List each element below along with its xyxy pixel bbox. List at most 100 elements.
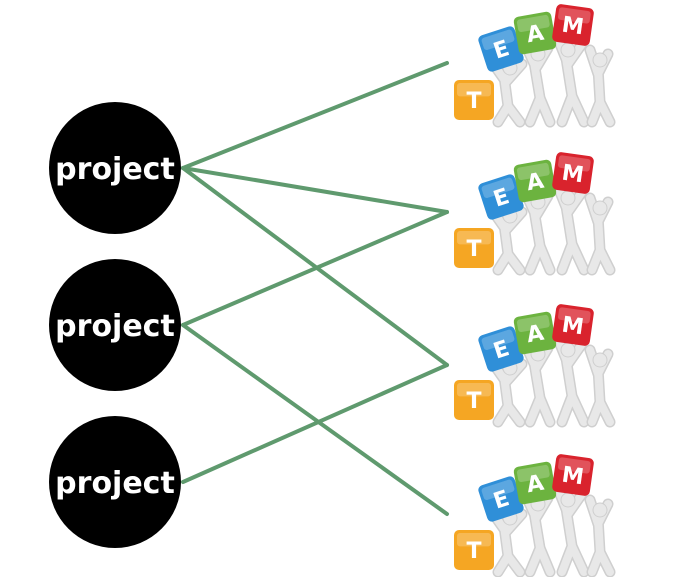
letter-block-highlight (481, 479, 515, 500)
project-node-3: project (49, 416, 181, 548)
project-node-2: project (49, 259, 181, 391)
team-figure (520, 490, 556, 577)
letter-block-face (478, 174, 524, 220)
letter-block-face (552, 4, 594, 46)
letter-block-face (454, 380, 494, 420)
figure-body (522, 342, 554, 426)
letter-block-text: E (490, 184, 512, 212)
team-figure (554, 186, 590, 276)
letter-block-highlight (457, 231, 491, 245)
letter-block-face (478, 476, 524, 522)
team-figure (584, 192, 616, 276)
figure-head (560, 492, 576, 508)
letter-block-face (552, 304, 594, 346)
letter-block: A (513, 461, 557, 505)
letter-block: E (478, 326, 524, 372)
letter-block: M (552, 454, 594, 496)
letter-block: A (513, 311, 557, 355)
figure-body (488, 508, 526, 576)
letter-block-highlight (558, 307, 591, 324)
figure-body (522, 190, 554, 274)
letter-block-highlight (558, 155, 591, 172)
letter-block: A (513, 11, 557, 55)
project-label: project (55, 466, 175, 501)
figure-body (586, 346, 614, 426)
letter-block: T (454, 530, 494, 570)
letter-block-text: A (525, 321, 546, 349)
figure-head (592, 200, 608, 216)
figure-head (560, 342, 576, 358)
project-node-1: project (49, 102, 181, 234)
letter-block-face (454, 80, 494, 120)
figure-body (522, 42, 554, 126)
letter-block: T (454, 80, 494, 120)
letter-block-text: M (560, 463, 585, 491)
figure-body (488, 206, 526, 274)
letter-block-highlight (481, 329, 515, 350)
letter-block: M (552, 304, 594, 346)
figure-head (560, 190, 576, 206)
letter-block-face (513, 461, 557, 505)
letter-block-face (513, 311, 557, 355)
figure-head (592, 352, 608, 368)
figure-head (592, 52, 608, 68)
team-figure (584, 344, 616, 428)
letter-block-text: A (525, 169, 546, 197)
letter-block: T (454, 228, 494, 268)
figure-body (556, 40, 588, 126)
letter-block-highlight (516, 14, 550, 33)
team-figure (584, 44, 616, 128)
connector-line (181, 61, 449, 170)
team-figure (554, 338, 590, 428)
letter-block-face (552, 152, 594, 194)
project-label: project (55, 152, 175, 187)
project-label: project (55, 309, 175, 344)
letter-block-text: T (466, 89, 481, 114)
letter-block-face (513, 11, 557, 55)
figure-head (592, 502, 608, 518)
project-node-circle (49, 416, 181, 548)
letter-block-text: T (466, 237, 481, 262)
letter-block: E (478, 476, 524, 522)
letter-block: M (552, 152, 594, 194)
figure-body (556, 490, 588, 576)
letter-block-face (552, 454, 594, 496)
figure-body (586, 496, 614, 576)
letter-block-highlight (457, 83, 491, 97)
letter-block-highlight (558, 7, 591, 24)
team-figure (554, 38, 590, 128)
letter-block-highlight (481, 177, 515, 198)
letter-block-highlight (516, 162, 550, 181)
connector-lines (181, 61, 449, 516)
letter-block-highlight (457, 533, 491, 547)
letter-block-face (478, 26, 524, 72)
letter-block-text: T (466, 389, 481, 414)
connector-line (181, 363, 449, 484)
project-node-circle (49, 102, 181, 234)
project-node-circle (49, 259, 181, 391)
figure-body (556, 188, 588, 274)
figure-body (488, 58, 526, 126)
letter-block-text: A (525, 21, 546, 49)
figure-body (586, 194, 614, 274)
connector-line (181, 166, 449, 214)
team-figure (520, 40, 556, 128)
figure-body (556, 340, 588, 426)
letter-block: T (454, 380, 494, 420)
letter-block-highlight (516, 464, 550, 483)
letter-block-text: M (560, 13, 585, 41)
connector-line (181, 210, 449, 327)
letter-block: E (478, 174, 524, 220)
letter-block: E (478, 26, 524, 72)
letter-block-face (454, 530, 494, 570)
figure-body (586, 46, 614, 126)
connector-line (181, 323, 449, 516)
letter-block-highlight (481, 29, 515, 50)
figure-body (522, 492, 554, 576)
